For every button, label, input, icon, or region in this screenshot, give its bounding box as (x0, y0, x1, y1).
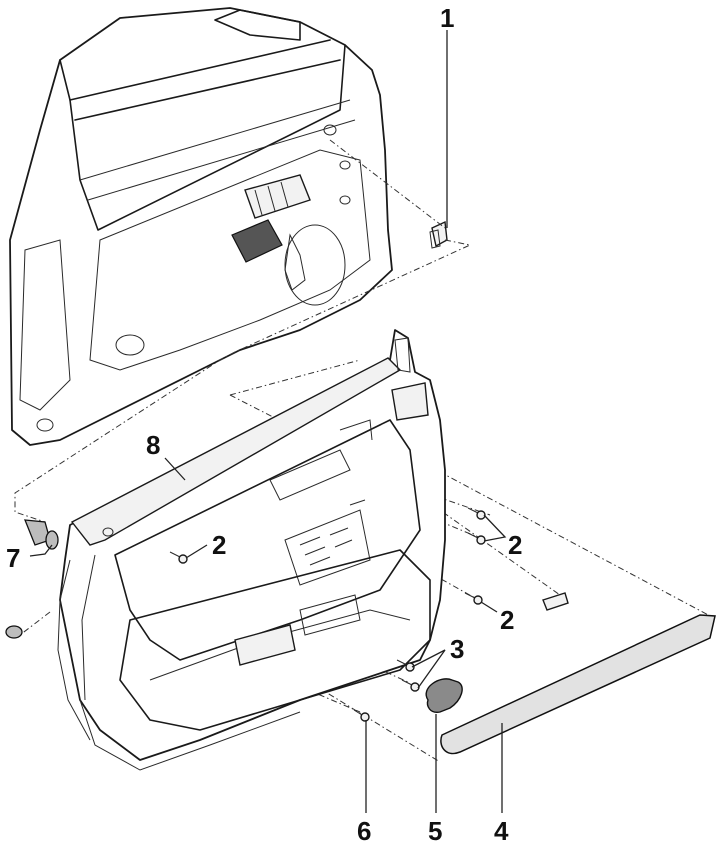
callout-2a: 2 (212, 530, 227, 560)
callout-5: 5 (428, 816, 443, 846)
callout-6: 6 (357, 816, 372, 846)
callout-7: 7 (6, 543, 21, 573)
window-motor (231, 174, 311, 263)
trim-strip-part (440, 614, 716, 755)
callout-2c: 2 (500, 605, 515, 635)
callout-8: 8 (146, 430, 161, 460)
door-trim-panel (57, 329, 446, 771)
callout-4: 4 (494, 816, 509, 846)
leader-lines (29, 30, 507, 813)
screw-parts (169, 507, 486, 722)
door-shell (9, 7, 393, 446)
clip-part (429, 220, 448, 249)
callout-2b: 2 (508, 530, 523, 560)
trim-clip (542, 592, 569, 611)
rivet-part (5, 519, 59, 639)
cap-part (425, 678, 463, 714)
callout-1: 1 (440, 3, 455, 33)
callout-3: 3 (450, 634, 465, 664)
